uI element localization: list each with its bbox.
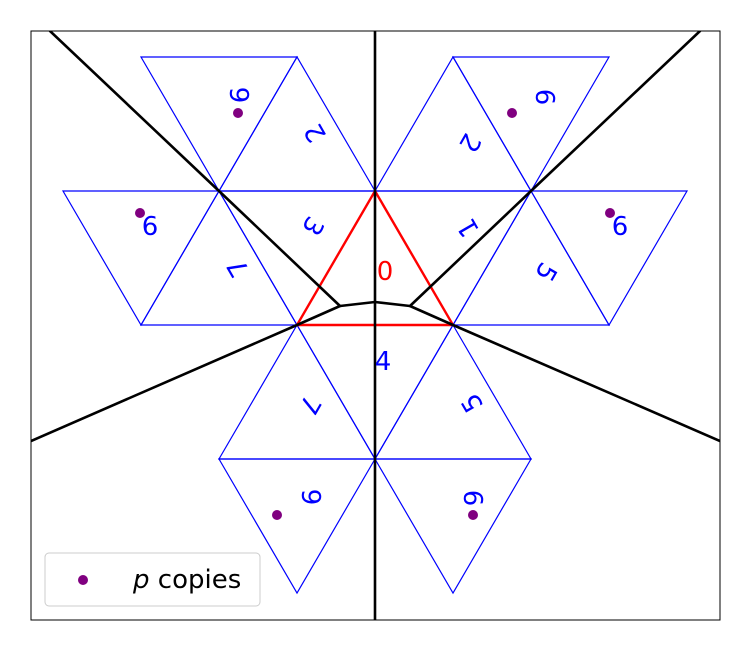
point-copy <box>605 208 615 218</box>
legend-text: copies <box>150 565 242 595</box>
point-copies <box>135 108 615 520</box>
net-triangle <box>217 55 377 192</box>
face-label-6-bottom-left: 6 <box>298 489 328 506</box>
net-triangle <box>139 189 299 326</box>
cut-line <box>48 31 702 308</box>
net-triangle <box>217 323 377 460</box>
face-label-6-top-right: 6 <box>529 89 559 106</box>
face-label-7-left: 7 <box>222 253 256 282</box>
face-label-7-bottom: 7 <box>292 390 326 419</box>
net-triangle <box>139 56 299 193</box>
face-label-6-left: 6 <box>142 212 159 242</box>
face-label-4: 4 <box>375 347 392 377</box>
legend-label: p copies <box>132 565 241 595</box>
cut-lines <box>31 31 720 620</box>
face-label-2-copy: 2 <box>299 118 333 147</box>
legend-marker <box>78 575 88 585</box>
legend: p copies <box>44 552 261 607</box>
cut-line <box>31 304 342 443</box>
face-label-2: 2 <box>452 128 486 157</box>
face-label-6-right: 6 <box>612 212 629 242</box>
face-label-5-bottom: 5 <box>456 388 490 417</box>
point-copy <box>233 108 243 118</box>
net-triangle <box>373 323 533 460</box>
point-copy <box>272 510 282 520</box>
net-triangle <box>217 458 377 595</box>
face-label-3: 3 <box>295 211 329 240</box>
plot-frame <box>30 30 721 621</box>
point-copy <box>507 108 517 118</box>
point-copy <box>135 208 145 218</box>
net-triangle <box>373 55 533 192</box>
net-triangle <box>373 458 533 595</box>
legend-symbol: p <box>132 565 150 595</box>
net-triangle <box>451 56 611 193</box>
face-label-5-right: 5 <box>528 257 562 286</box>
face-label-0: 0 <box>377 257 394 287</box>
face-label-6-bottom-right: 6 <box>457 490 487 507</box>
legend-box <box>44 552 261 607</box>
net-triangle <box>451 189 611 326</box>
face-label-6-top-left: 6 <box>226 87 256 104</box>
point-copy <box>468 510 478 520</box>
cut-line <box>408 304 720 443</box>
